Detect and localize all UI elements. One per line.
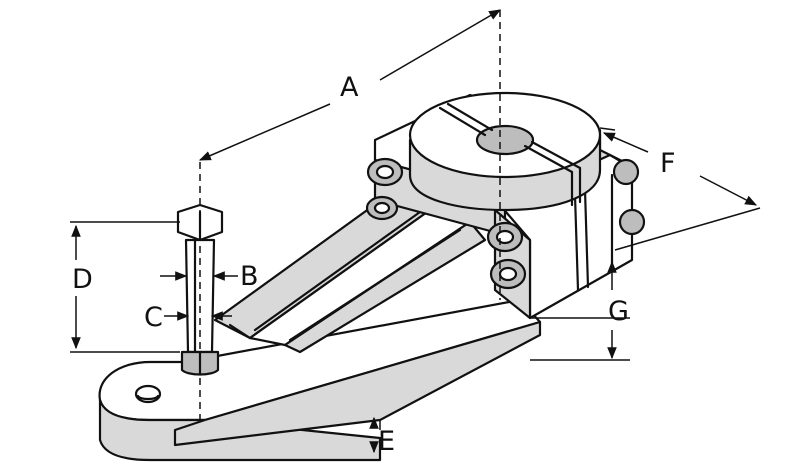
- label-a: A: [340, 72, 359, 103]
- dimension-e: E: [369, 416, 395, 460]
- label-d: D: [72, 264, 93, 295]
- label-f: F: [660, 148, 676, 179]
- hex-nut-upper-right: [612, 158, 640, 186]
- pin-bolt: [176, 203, 224, 376]
- hex-nut-upper-left: [366, 157, 404, 187]
- label-c: C: [144, 302, 163, 333]
- dimension-g: G: [530, 260, 630, 361]
- hex-nut-lower-front: [489, 258, 527, 290]
- hex-nut-lower-left: [365, 195, 399, 221]
- label-e: E: [378, 426, 395, 457]
- dimension-f: F: [599, 127, 761, 251]
- base-arm: [98, 298, 542, 462]
- dimension-a: A: [198, 9, 502, 161]
- label-b: B: [240, 261, 259, 292]
- dimension-c: C: [144, 302, 232, 333]
- dimension-b: B: [160, 261, 259, 292]
- dimension-d: D: [70, 221, 180, 353]
- hex-nut-upper-front: [486, 221, 524, 253]
- center-lines: [199, 10, 501, 420]
- split-collar: [408, 91, 602, 212]
- hex-nut-lower-right: [618, 208, 646, 236]
- label-g: G: [608, 296, 629, 327]
